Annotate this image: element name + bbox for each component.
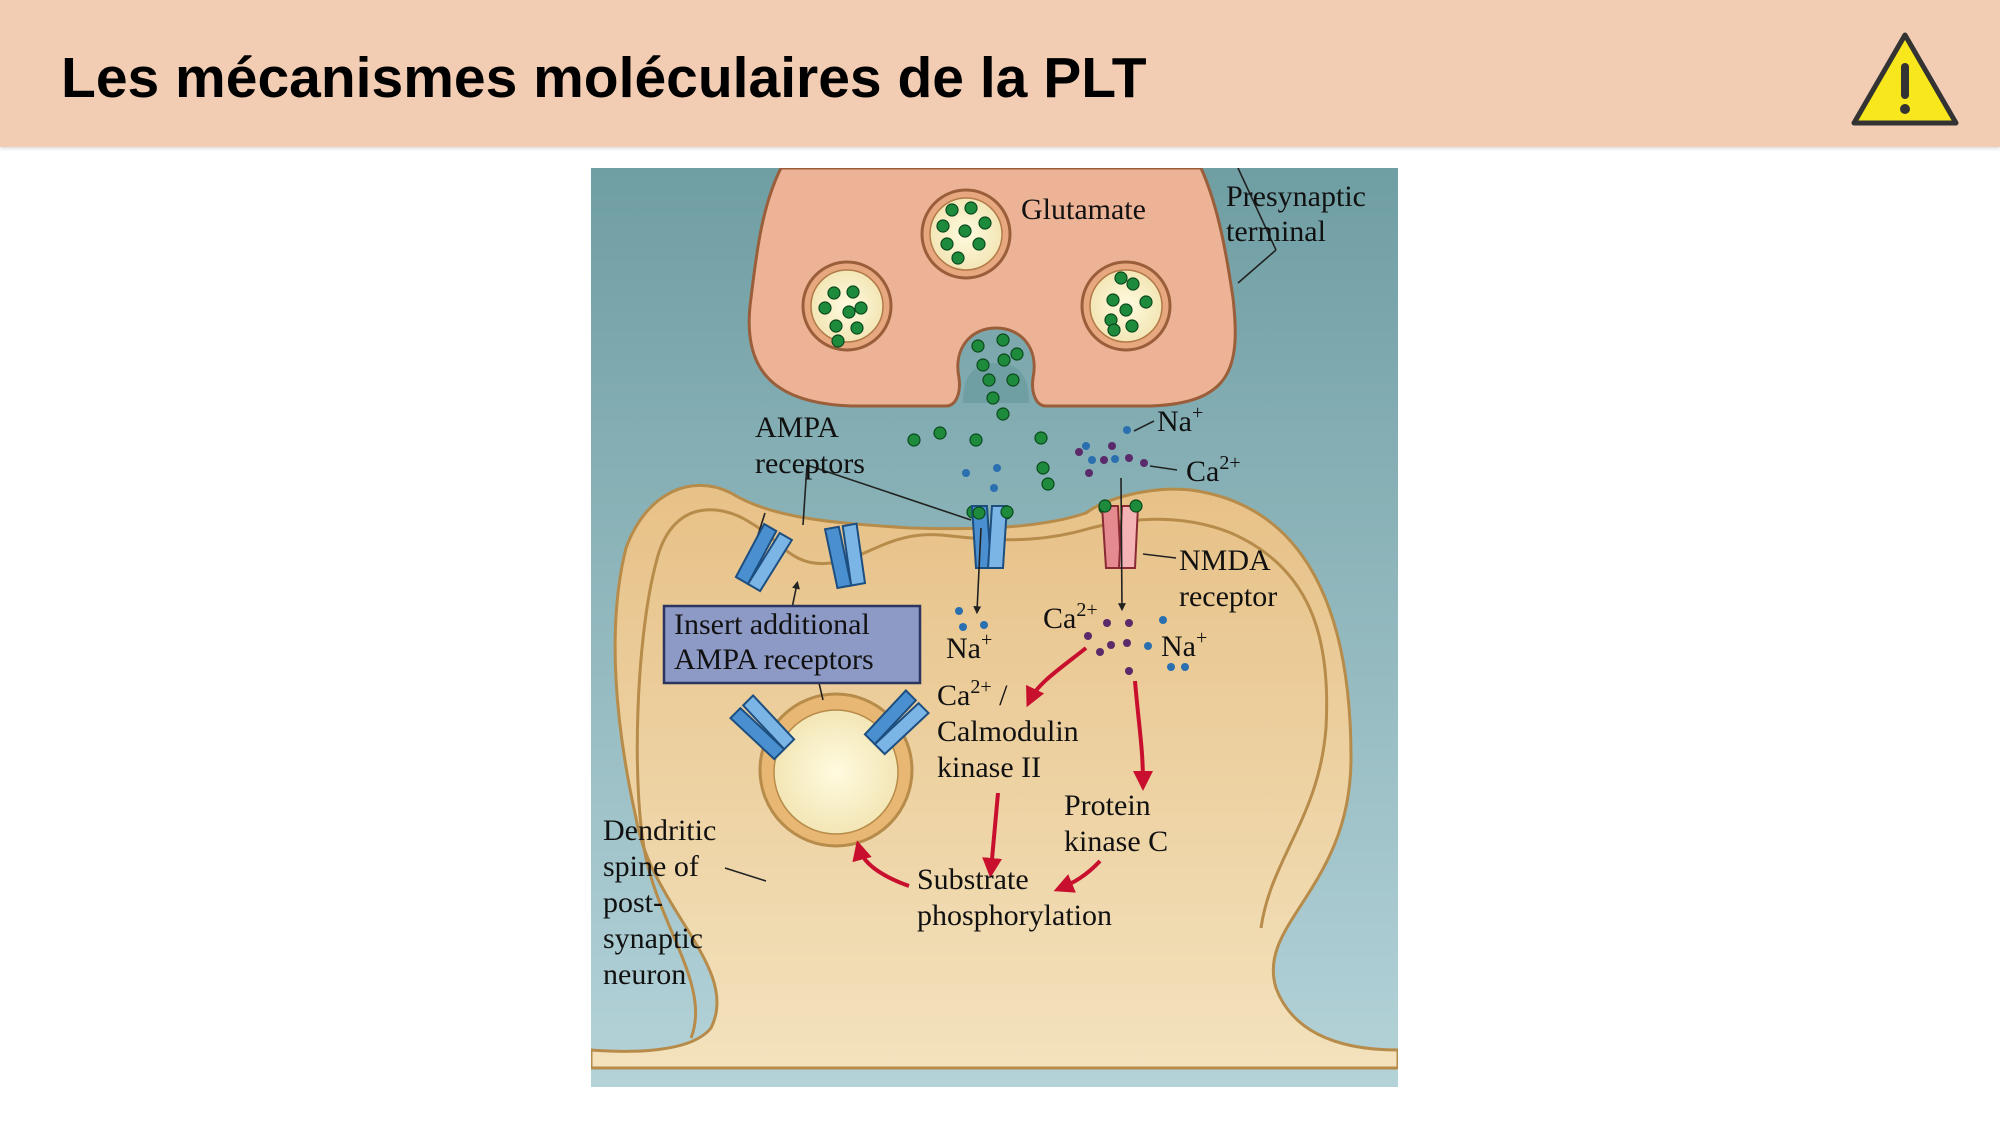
glutamate-molecules — [818, 201, 1153, 520]
ampa-receptor-vesicle-left — [729, 694, 796, 761]
label-presynaptic: Presynaptic — [1226, 180, 1366, 213]
insert-ampa-box — [662, 604, 922, 685]
label-ca-top: Ca2+ — [1186, 452, 1241, 488]
signaling-arrows — [852, 646, 1153, 893]
label-ampa: AMPA — [755, 411, 839, 444]
label-nmda: NMDA — [1179, 544, 1271, 577]
warning-triangle-icon — [1851, 32, 1959, 126]
ampa-receptor-synaptic — [970, 505, 1014, 569]
sodium-ions-intracellular — [955, 607, 1189, 671]
calcium-ions-extracellular — [1075, 442, 1148, 477]
label-protein: Protein — [1064, 789, 1151, 822]
label-kinase-c: kinase C — [1064, 825, 1168, 858]
label-glutamate: Glutamate — [1021, 193, 1146, 226]
slide-header: Les mécanismes moléculaires de la PLT — [0, 0, 2000, 147]
label-na-top: Na+ — [1157, 402, 1203, 438]
label-calmodulin: Calmodulin — [937, 715, 1079, 748]
label-ca-mid: Ca2+ — [1043, 599, 1098, 635]
label-dendritic: Dendritic — [603, 814, 716, 847]
slide-title: Les mécanismes moléculaires de la PLT — [61, 46, 1147, 110]
label-na-right: Na+ — [1161, 627, 1207, 663]
insert-ampa-line1: Insert additional — [674, 608, 870, 641]
label-na-left: Na+ — [946, 629, 992, 665]
ltp-diagram: Glutamate Presynaptic terminal AMPA rece… — [591, 168, 1398, 1087]
insert-ampa-line2: AMPA receptors — [674, 643, 874, 676]
ampa-receptor-vesicle — [758, 692, 914, 848]
label-post: post- — [603, 886, 663, 919]
ampa-receptor-extra — [734, 522, 794, 593]
label-neuron: neuron — [603, 958, 686, 991]
label-spine-of: spine of — [603, 850, 699, 883]
label-phosphorylation: phosphorylation — [917, 899, 1112, 932]
calcium-ions-intracellular — [1084, 619, 1133, 675]
label-receptors: receptors — [755, 447, 865, 480]
label-receptor: receptor — [1179, 580, 1277, 613]
ampa-receptor-vesicle-right — [863, 689, 930, 756]
label-synaptic: synaptic — [603, 922, 703, 955]
label-substrate: Substrate — [917, 863, 1029, 896]
label-terminal: terminal — [1226, 215, 1326, 248]
ampa-receptor-extra — [823, 522, 867, 590]
label-kinase-ii: kinase II — [937, 751, 1041, 784]
label-camk-ca: Ca2+ / — [937, 676, 1008, 712]
sodium-ions-extracellular — [962, 426, 1131, 492]
